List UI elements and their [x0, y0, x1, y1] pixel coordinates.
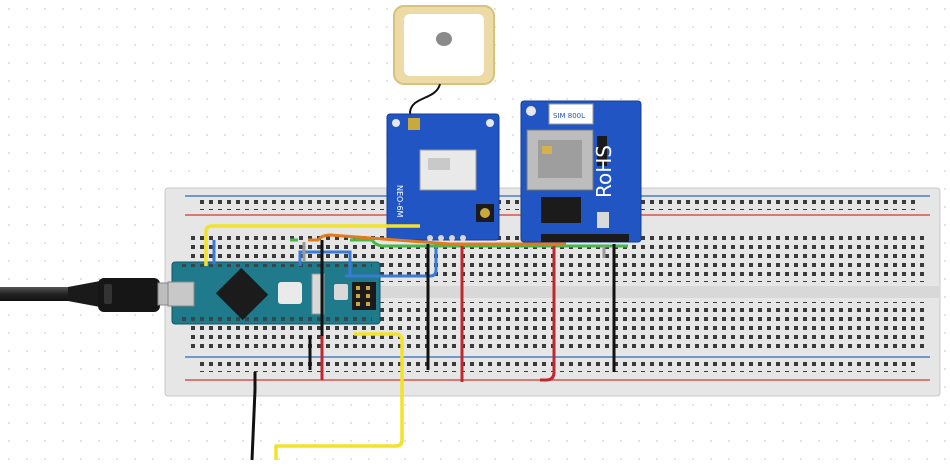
wire-red	[320, 246, 556, 382]
arduino-nano-board	[167, 261, 381, 325]
gsm-module-label: SIM 800L	[553, 112, 585, 120]
wire-orange	[308, 233, 566, 246]
gsm-rohs-marking: RoHS	[592, 145, 616, 198]
wire-yellow	[204, 224, 420, 460]
wire-gray	[302, 242, 606, 262]
gps-module: NEO-6M	[386, 113, 500, 241]
gsm-module: SIM 800L RoHS	[520, 100, 642, 243]
gps-module-label: NEO-6M	[395, 185, 404, 218]
wire-green	[290, 238, 628, 248]
wire-blue	[212, 240, 438, 278]
wire-black	[250, 240, 616, 461]
sim-slot-icon	[526, 129, 594, 191]
gps-antenna-icon	[393, 5, 495, 125]
